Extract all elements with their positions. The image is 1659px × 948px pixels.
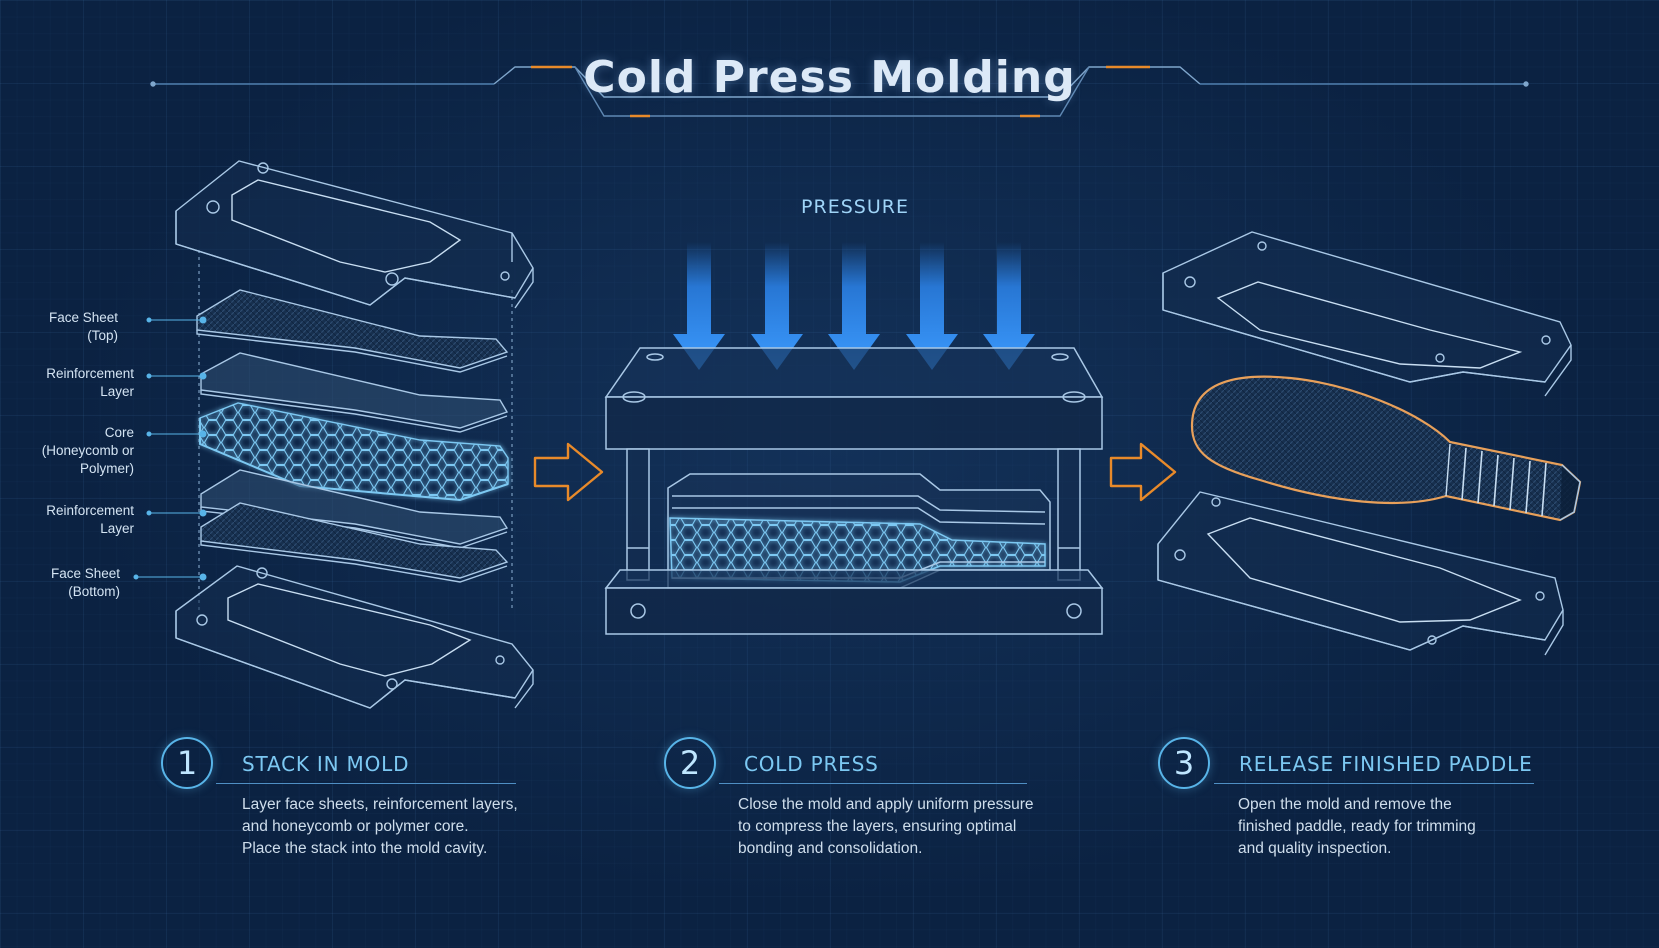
layer-label-face-sheet-bottom: Face Sheet (Bottom)	[50, 566, 120, 599]
step-2-title: COLD PRESS	[744, 752, 879, 776]
press-illustration	[604, 242, 1104, 635]
finished-paddle	[1190, 375, 1582, 522]
face-sheet-bottom	[200, 502, 509, 583]
release-mold-top	[1162, 231, 1572, 397]
pressure-arrows	[673, 242, 1035, 370]
step-arrow-1-to-2	[533, 442, 604, 502]
step-2-divider	[719, 783, 1027, 784]
layer-label-reinforcement-bottom: Reinforcement Layer	[46, 503, 134, 536]
page-title: Cold Press Molding	[583, 52, 1076, 103]
title-frame	[150, 65, 1529, 118]
step-arrow-2-to-3	[1109, 442, 1177, 502]
step-1-divider	[216, 783, 516, 784]
step-1-description: Layer face sheets, reinforcement layers,…	[242, 796, 518, 857]
release-mold-bottom	[1157, 491, 1564, 656]
layer-leader-lines	[133, 316, 207, 581]
face-sheet-top	[196, 289, 509, 373]
mold-bottom-plate	[175, 565, 534, 709]
step-2-number-badge: 2	[664, 737, 716, 789]
pressure-label: PRESSURE	[801, 196, 909, 218]
release-illustration	[1157, 231, 1582, 656]
mold-top-plate	[175, 160, 534, 309]
layer-label-face-sheet-top: Face Sheet (Top)	[48, 310, 118, 343]
exploded-stack-illustration	[133, 160, 534, 709]
step-3-divider	[1214, 783, 1534, 784]
step-3-description: Open the mold and remove the finished pa…	[1238, 796, 1476, 857]
press-columns	[626, 448, 1081, 581]
step-1-title: STACK IN MOLD	[242, 752, 410, 776]
step-3-number-badge: 3	[1158, 737, 1210, 789]
step-1-number-badge: 1	[161, 737, 213, 789]
step-3-title: RELEASE FINISHED PADDLE	[1239, 752, 1533, 776]
layer-label-core: Core (Honeycomb or Polymer)	[41, 425, 134, 476]
layer-label-reinforcement-top: Reinforcement Layer	[46, 366, 134, 399]
press-bottom-platen	[604, 569, 1104, 635]
reinforcement-layer-top	[200, 352, 509, 433]
press-top-platen	[604, 347, 1104, 450]
step-2-description: Close the mold and apply uniform pressur…	[738, 796, 1034, 857]
paddle-grip-wrap	[1461, 447, 1547, 517]
